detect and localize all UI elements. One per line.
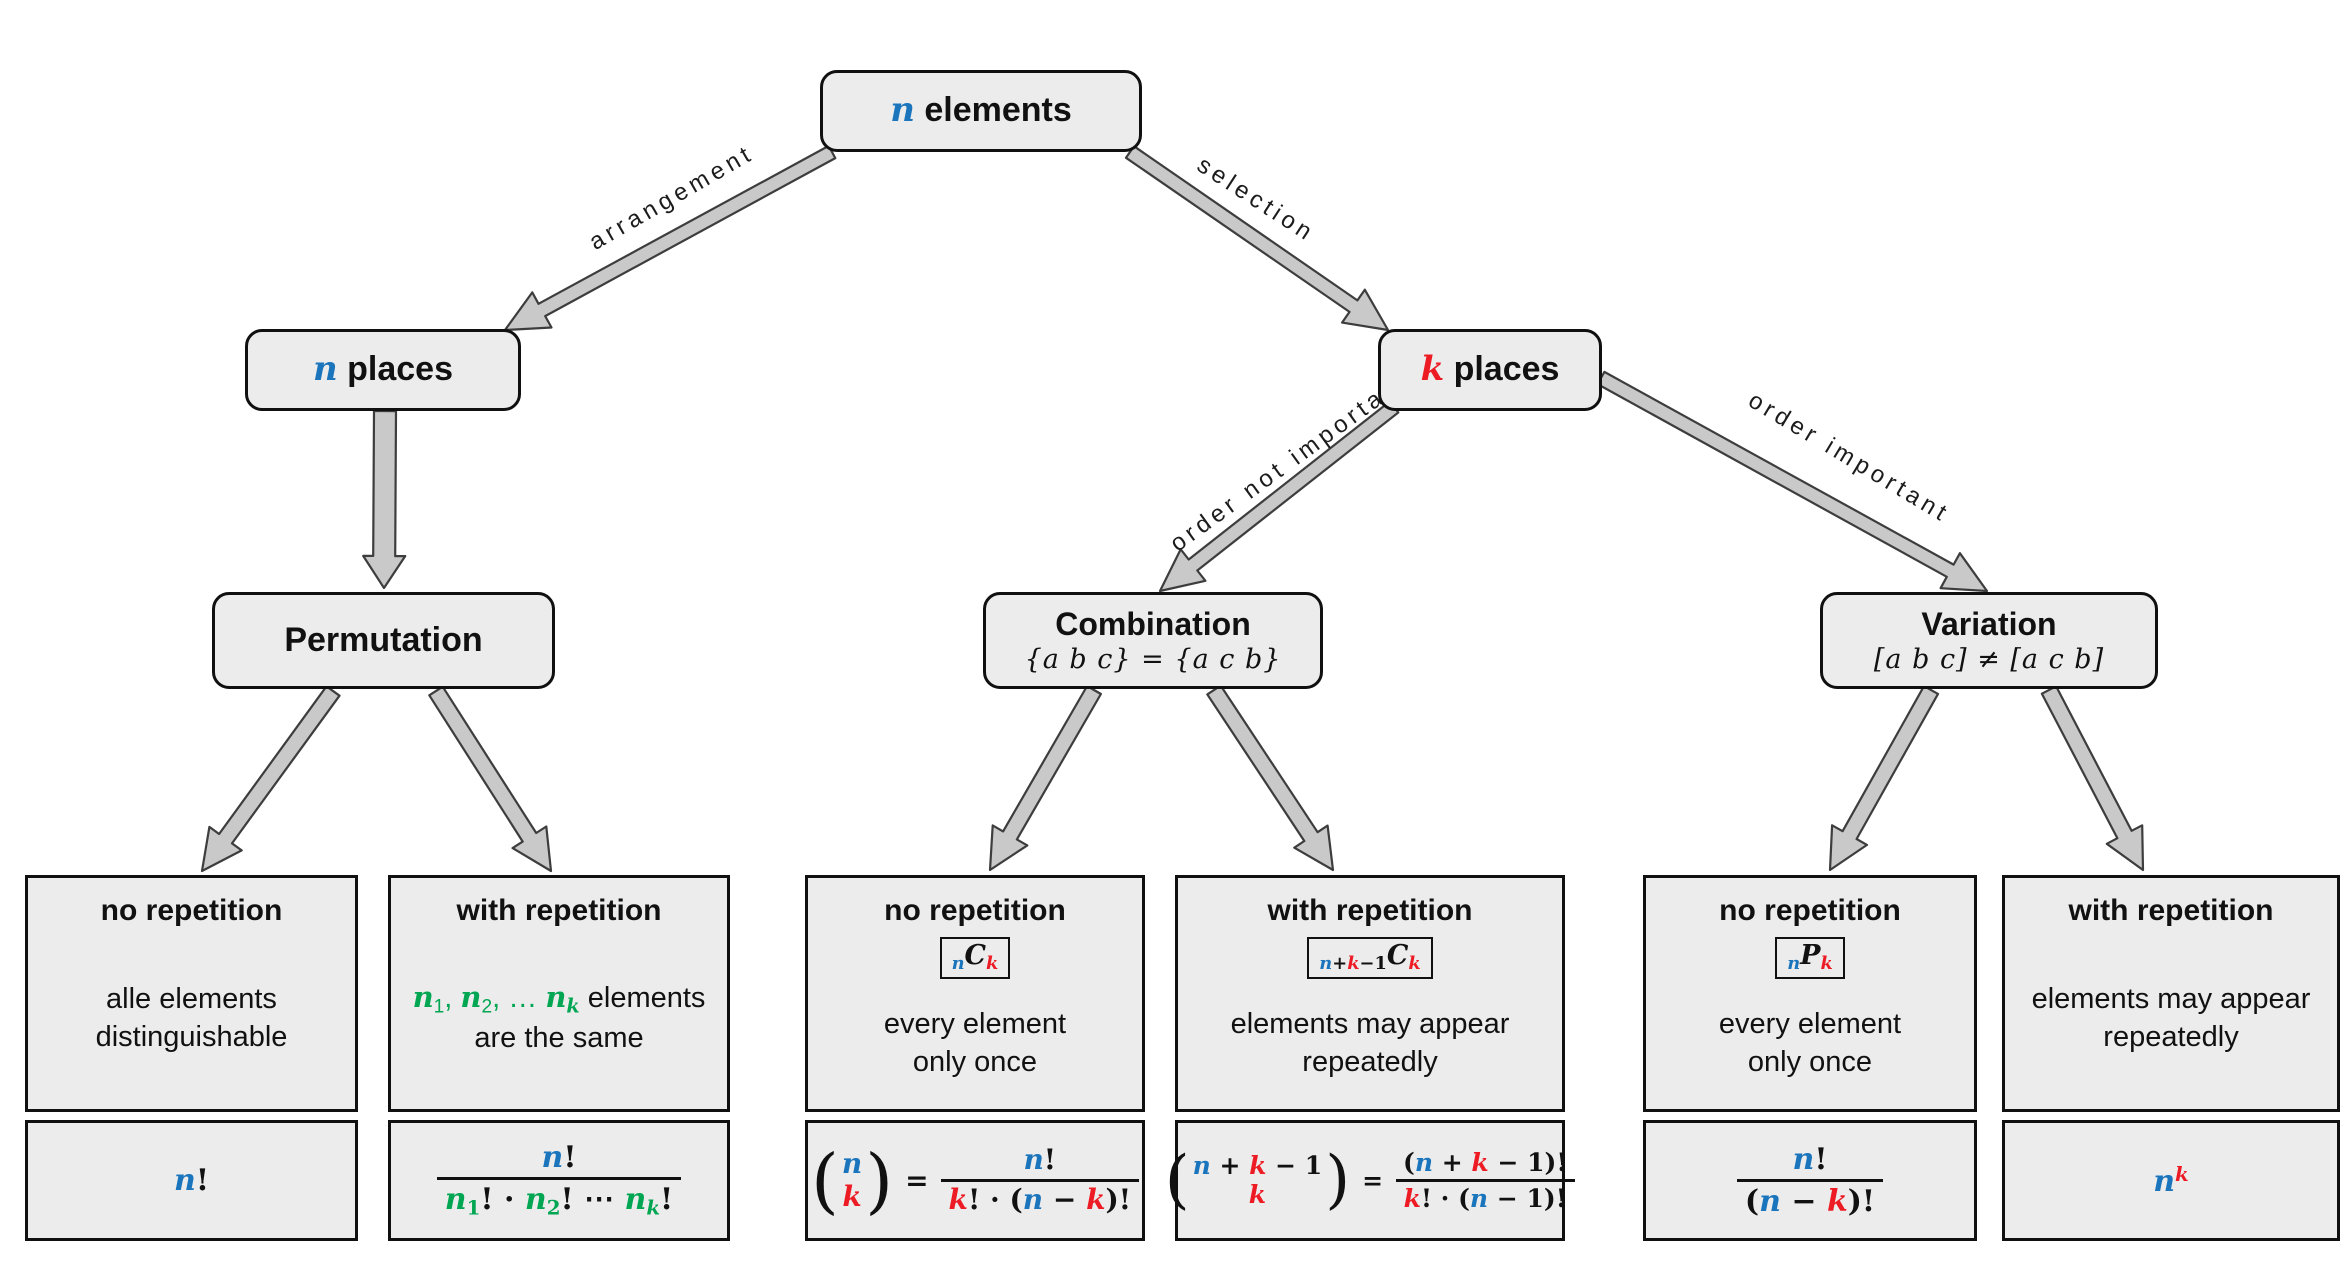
arrow-selection	[1124, 145, 1390, 332]
leaf-description: alle elements distinguishable	[95, 982, 288, 1053]
arrow-arrangement	[503, 144, 837, 332]
node-title: Variation	[1921, 605, 2057, 642]
leaf-title: with repetition	[1267, 894, 1473, 927]
leaf-variation-no-repetition: no repetition nPk every element only onc…	[1643, 875, 1977, 1241]
leaf-title: with repetition	[456, 894, 662, 927]
node-combination: Combination {a b c} = {a c b}	[983, 592, 1323, 689]
leaf-combination-with-repetition: with repetition n+k−1Ck elements may app…	[1165, 875, 1575, 1241]
leaf-description: every element only once	[1718, 1008, 1902, 1079]
leaf-description-box: no repetition nCk every element only onc…	[805, 875, 1145, 1112]
leaf-description: every element only once	[883, 1008, 1067, 1079]
leaf-description: n1, n2, … nk elements are the same	[412, 980, 706, 1055]
node-n-elements: n elements	[820, 70, 1142, 152]
leaf-description: elements may appear repeatedly	[2031, 982, 2311, 1053]
badge-nPk: nPk	[1775, 937, 1845, 980]
leaf-permutation-no-repetition: no repetition alle elements distinguisha…	[25, 875, 358, 1241]
arrow-variation-to-withrep	[2040, 685, 2145, 872]
arrow-places-to-permutation	[362, 409, 407, 590]
formula-binomial: ( n k ) = n! k! · (n − k)!	[805, 1120, 1145, 1241]
formula-n-factorial: n!	[25, 1120, 358, 1241]
arrow-k-to-combination	[1158, 400, 1400, 593]
formula-multinomial: n! n1! · n2! ⋯ nk!	[388, 1120, 730, 1241]
arrow-permutation-to-norep	[200, 685, 341, 873]
node-title: Combination	[1055, 605, 1251, 642]
node-variation: Variation [a b c] ≠ [a c b]	[1820, 592, 2158, 689]
arrow-combination-to-withrep	[1206, 684, 1335, 872]
node-permutation: Permutation	[212, 592, 555, 689]
formula-n-power-k: nk	[2002, 1120, 2340, 1241]
leaf-variation-with-repetition: with repetition elements may appear repe…	[2002, 875, 2340, 1241]
badge-nCk: nCk	[939, 937, 1011, 980]
node-k-places: k places	[1378, 329, 1602, 411]
node-title: Permutation	[284, 620, 483, 659]
leaf-title: no repetition	[1719, 894, 1901, 927]
node-title: n places	[312, 349, 454, 390]
leaf-title: no repetition	[100, 894, 283, 927]
arrow-variation-to-norep	[1828, 684, 1940, 872]
leaf-permutation-with-repetition: with repetition n1, n2, … nk elements ar…	[388, 875, 730, 1241]
node-title: k places	[1420, 349, 1560, 390]
node-n-places: n places	[245, 329, 521, 411]
leaf-description: elements may appear repeatedly	[1230, 1008, 1510, 1079]
leaf-description-box: with repetition n+k−1Ck elements may app…	[1175, 875, 1565, 1112]
leaf-description-box: no repetition alle elements distinguisha…	[25, 875, 358, 1112]
badge-n-plus-k-minus-1-Ck: n+k−1Ck	[1307, 937, 1433, 980]
formula-falling-factorial: n! (n − k)!	[1643, 1120, 1977, 1241]
node-subtitle: {a b c} = {a c b}	[1024, 644, 1282, 676]
arrow-permutation-to-withrep	[428, 685, 553, 873]
arrow-k-to-variation	[1596, 370, 1989, 593]
leaf-title: with repetition	[2068, 894, 2274, 927]
leaf-description-box: with repetition n1, n2, … nk elements ar…	[388, 875, 730, 1112]
arrow-combination-to-norep	[988, 684, 1103, 872]
leaf-title: no repetition	[884, 894, 1066, 927]
node-subtitle: [a b c] ≠ [a c b]	[1873, 644, 2105, 676]
node-title: n elements	[890, 90, 1072, 131]
leaf-combination-no-repetition: no repetition nCk every element only onc…	[805, 875, 1145, 1241]
formula-multiset-binomial: ( n + k − 1 k ) = (n + k − 1)! k! · (n −…	[1165, 1120, 1575, 1241]
leaf-description-box: with repetition elements may appear repe…	[2002, 875, 2340, 1112]
leaf-description-box: no repetition nPk every element only onc…	[1643, 875, 1977, 1112]
